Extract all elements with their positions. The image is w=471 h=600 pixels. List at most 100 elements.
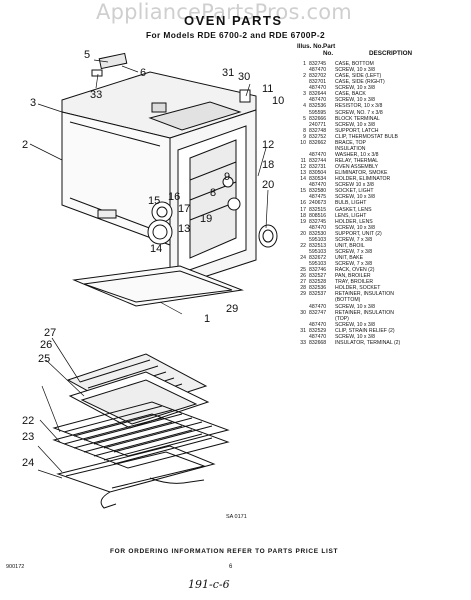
parts-part-no: 830504 (309, 170, 327, 177)
parts-description: SCREW 10 x 3/8 (335, 182, 374, 189)
parts-illus-no: 13 (300, 170, 306, 177)
parts-illus-no: 25 (300, 267, 306, 274)
parts-row: (BOTTOM) (293, 297, 469, 303)
parts-description: SCREW, 10 x 3/8 (335, 121, 375, 128)
parts-part-no: 487470 (309, 303, 327, 310)
parts-description: CLIP, STRAIN RELIEF (2) (335, 327, 395, 334)
callout-number: 31 (222, 67, 234, 79)
callout-number: 6 (140, 67, 146, 79)
parts-description: SCREW, 10 x 3/8 (335, 97, 375, 104)
parts-description: SUPPORT, LATCH (335, 127, 379, 134)
parts-part-no: 832668 (309, 339, 327, 346)
parts-illus-no: 4 (303, 103, 306, 110)
parts-part-no: 832748 (309, 127, 327, 134)
parts-illus-no: 16 (300, 200, 306, 207)
parts-part-no: 832746 (309, 267, 327, 274)
parts-description: CASE, SIDE (LEFT) (335, 73, 382, 80)
parts-description: UNIT, BAKE (335, 255, 363, 261)
callout-number: 2 (22, 139, 28, 151)
callout-number: 9 (224, 171, 230, 183)
parts-part-no: 832752 (309, 133, 327, 140)
parts-illus-no: 9 (303, 133, 306, 140)
parts-description: RESISTOR, 10 x 3/8 (335, 103, 383, 110)
parts-illus-no: 10 (300, 139, 306, 146)
parts-illus-no: 11 (300, 158, 306, 164)
parts-row: 487470 SCREW 10 x 3/8 (293, 182, 469, 188)
callout-number: 5 (84, 49, 90, 61)
parts-part-no: 832666 (309, 115, 327, 122)
column-header-part: Part No. (323, 43, 336, 57)
callout-number: 8 (210, 187, 216, 199)
parts-illus-no: 29 (300, 291, 306, 298)
oven-case (61, 52, 278, 307)
parts-description: CLIP, THERMOSTAT BULB (335, 133, 398, 140)
callout-number: 33 (90, 89, 102, 101)
parts-description: TRAY, BROILER (335, 279, 374, 286)
rack-assembly (52, 353, 230, 509)
parts-illus-no: 20 (300, 230, 306, 237)
parts-description: SCREW, 7 x 3/8 (335, 248, 373, 255)
parts-description: HOLDER, LENS (335, 218, 373, 225)
parts-description: SCREW, 7 x 3/8 (335, 236, 373, 243)
parts-description: RETAINER, INSULATION (335, 309, 394, 316)
parts-illus-no: 3 (303, 91, 306, 98)
callout-number: 24 (22, 457, 34, 469)
parts-illus-no: 26 (300, 273, 306, 280)
parts-description: SCREW, 10 x 3/8 (335, 321, 375, 328)
parts-description: INSULATOR, TERMINAL (2) (335, 339, 401, 346)
parts-row: INSULATION (293, 146, 469, 152)
parts-part-no: 595103 (309, 248, 327, 255)
parts-description: CASE, BACK (335, 91, 366, 98)
callout-number: 12 (262, 139, 274, 151)
parts-part-no: 832744 (309, 158, 327, 164)
parts-description: BLOCK TERMINAL (335, 115, 380, 122)
parts-description: PAN, BROILER (335, 273, 371, 280)
parts-part-no: 487470 (309, 333, 327, 340)
callout-number: 22 (22, 415, 34, 427)
parts-illus-no: 33 (300, 339, 306, 346)
parts-illus-no: 5 (303, 115, 306, 122)
diagram-reference: SA 0171 (226, 514, 247, 520)
parts-illus-no: 12 (300, 164, 306, 171)
parts-illus-no: 15 (300, 188, 306, 195)
parts-illus-no: 2 (303, 73, 306, 80)
parts-description: WASHER, 10 x 3/8 (335, 151, 379, 158)
parts-part-no: 595103 (309, 236, 327, 243)
parts-description: SCREW, 7 x 3/8 (335, 261, 373, 268)
handwritten-note: 191-c-6 (188, 578, 230, 591)
parts-part-no: 832747 (309, 309, 327, 316)
parts-description: (BOTTOM) (335, 297, 361, 304)
parts-part-no: 832513 (309, 242, 327, 249)
parts-description: CASE, BOTTOM (335, 61, 374, 67)
parts-illus-no: 19 (300, 218, 306, 225)
parts-part-no: 832672 (309, 255, 327, 261)
parts-part-no: 487470 (309, 182, 327, 189)
page-title: OVEN PARTS (184, 13, 283, 28)
parts-illus-no: 22 (300, 242, 306, 249)
parts-description: OVEN ASSEMBLY (335, 164, 379, 171)
